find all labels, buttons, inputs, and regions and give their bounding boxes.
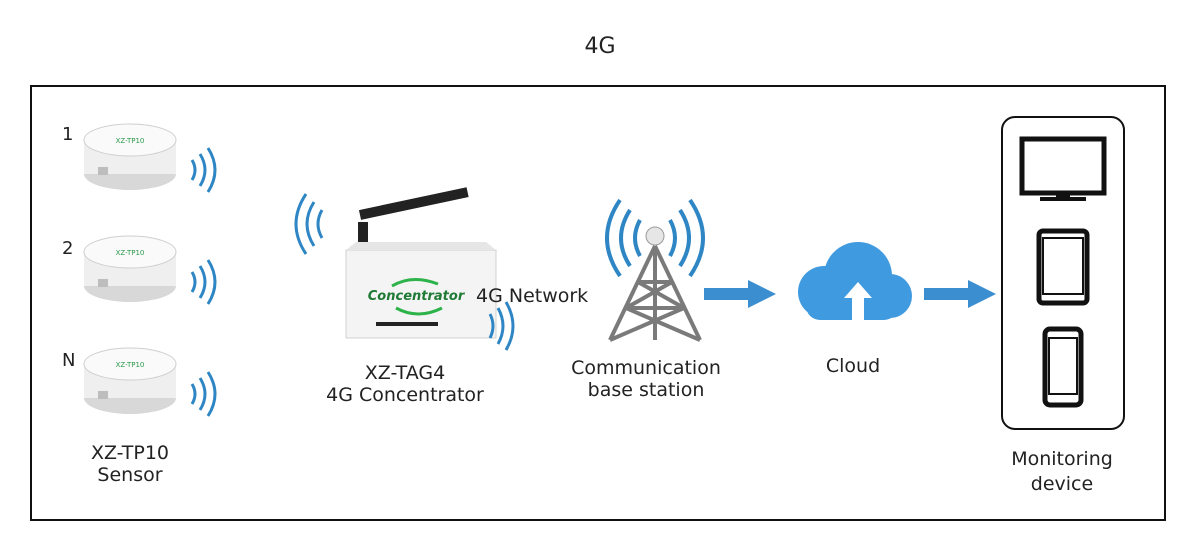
phone-icon: [1042, 326, 1084, 408]
concentrator-device-text: Concentrator: [368, 289, 466, 304]
diagram-frame: [30, 85, 1166, 521]
base-station-label-line2: base station: [587, 379, 705, 401]
sensor-index-2: 2: [62, 238, 74, 259]
sensor-label-line1: XZ-TP10: [90, 442, 170, 464]
concentrator-label-line2: 4G Concentrator: [326, 384, 484, 406]
diagram-title: 4G: [584, 34, 616, 59]
tower-icon: [605, 198, 705, 342]
network-label: 4G Network: [476, 285, 589, 307]
sensor-2-icon: XZ-TP10: [83, 235, 217, 305]
antenna-icon: [358, 187, 469, 244]
sensor-label-line2: Sensor: [97, 464, 163, 486]
arrow-right-icon: [704, 280, 776, 308]
tablet-icon: [1036, 228, 1090, 306]
monitor-icon: [1019, 136, 1107, 201]
sensor-1-device-text: XZ-TP10: [116, 137, 145, 145]
sensor-index-n: N: [62, 350, 76, 371]
sensor-index-1: 1: [62, 124, 74, 145]
monitoring-device-panel: [1001, 116, 1125, 430]
sensor-label: XZ-TP10 Sensor: [70, 442, 190, 486]
sensor-n-icon: XZ-TP10: [83, 347, 217, 417]
arrow-right-icon: [924, 280, 996, 308]
concentrator-device-icon: Concentrator: [294, 187, 515, 351]
sensor-1-icon: XZ-TP10: [83, 123, 217, 193]
monitoring-label-line1: Monitoring: [1011, 448, 1113, 470]
sensor-n-device-text: XZ-TP10: [116, 361, 145, 369]
cloud-upload-icon: [798, 242, 912, 320]
base-station-label-line1: Communication: [571, 357, 721, 379]
base-station-label: Communication base station: [560, 357, 732, 401]
cloud-label: Cloud: [825, 355, 881, 377]
sensor-2-device-text: XZ-TP10: [116, 249, 145, 257]
monitoring-label: Monitoring device: [1000, 448, 1124, 495]
concentrator-label: XZ-TAG4 4G Concentrator: [300, 362, 510, 406]
monitoring-label-line2: device: [1030, 473, 1094, 495]
concentrator-label-line1: XZ-TAG4: [364, 362, 446, 384]
